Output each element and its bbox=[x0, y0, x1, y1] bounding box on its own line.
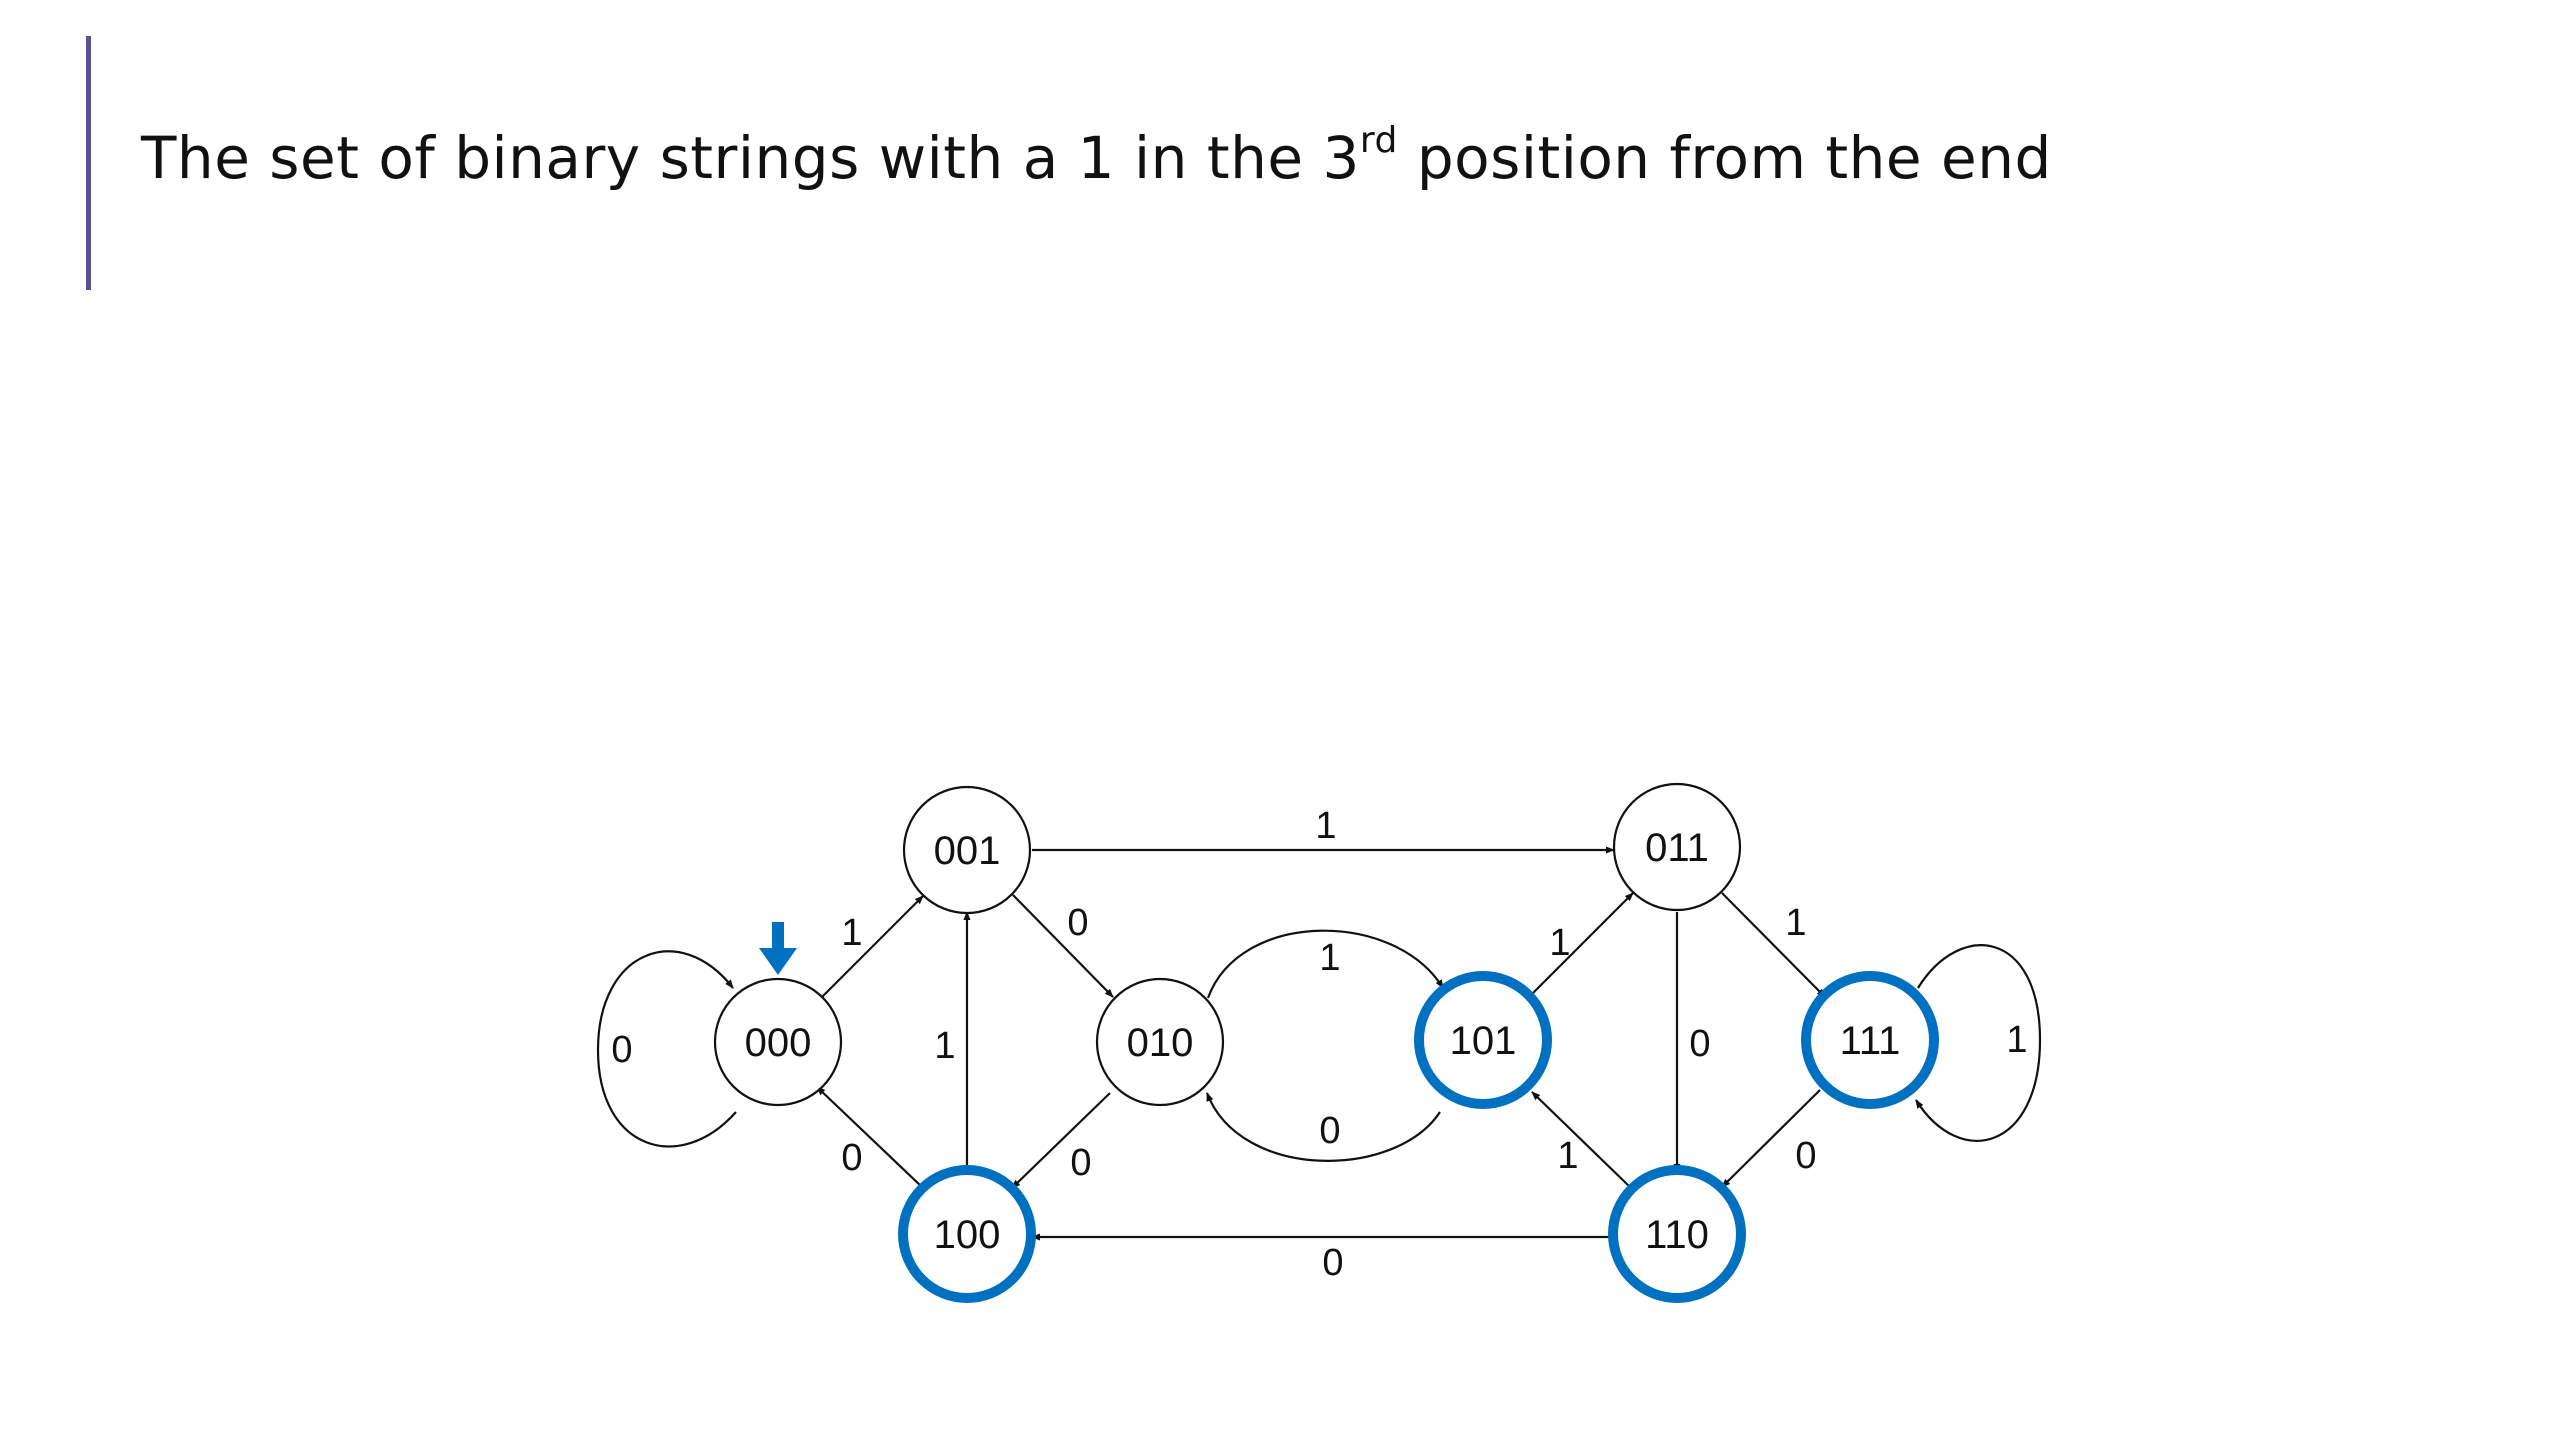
state-label: 010 bbox=[1127, 1021, 1194, 1065]
edge-101-010 bbox=[1205, 1092, 1441, 1162]
start-arrow bbox=[759, 922, 797, 975]
edge-label-011-111: 1 bbox=[1785, 902, 1806, 944]
state-label: 101 bbox=[1450, 1019, 1517, 1063]
state-001: 001 bbox=[902, 785, 1032, 915]
edge-011-111 bbox=[1721, 892, 1826, 998]
edge-label-100-001: 1 bbox=[934, 1025, 955, 1067]
state-011: 011 bbox=[1612, 782, 1742, 912]
edge-label-110-101: 1 bbox=[1557, 1135, 1578, 1177]
state-circle bbox=[1612, 782, 1742, 912]
edge-label-111-111: 1 bbox=[2006, 1019, 2027, 1061]
state-circle bbox=[1095, 977, 1225, 1107]
title-suffix: position from the end bbox=[1397, 124, 2052, 192]
edge-label-000-001: 1 bbox=[841, 912, 862, 954]
state-label: 011 bbox=[1645, 826, 1709, 870]
slide-title: The set of binary strings with a 1 in th… bbox=[141, 118, 2052, 198]
state-label: 110 bbox=[1645, 1213, 1709, 1257]
edge-101-011 bbox=[1532, 892, 1634, 994]
edge-label-011-110: 0 bbox=[1689, 1023, 1710, 1065]
state-circle bbox=[1801, 971, 1939, 1109]
edge-label-001-011: 1 bbox=[1315, 805, 1336, 847]
state-label: 100 bbox=[934, 1213, 1001, 1257]
state-label: 001 bbox=[934, 829, 1001, 873]
edge-label-101-010: 0 bbox=[1319, 1110, 1340, 1152]
edge-label-001-010: 0 bbox=[1067, 902, 1088, 944]
edge-label-100-000: 0 bbox=[841, 1137, 862, 1179]
title-accent-bar bbox=[86, 36, 91, 290]
state-circle bbox=[1414, 971, 1552, 1109]
edge-label-111-110: 0 bbox=[1795, 1135, 1816, 1177]
edge-010-101 bbox=[1206, 929, 1444, 999]
edge-label-110-100: 0 bbox=[1322, 1242, 1343, 1284]
state-100-accepting: 100 bbox=[898, 1165, 1036, 1303]
edge-111-111 bbox=[1915, 944, 2042, 1142]
state-circle bbox=[713, 977, 843, 1107]
edge-010-100 bbox=[1011, 1092, 1111, 1189]
edge-label-000-000: 0 bbox=[611, 1029, 632, 1071]
title-superscript: rd bbox=[1359, 119, 1398, 161]
state-010: 010 bbox=[1095, 977, 1225, 1107]
state-110-accepting: 110 bbox=[1608, 1165, 1746, 1303]
state-circle bbox=[898, 1165, 1036, 1303]
state-101-accepting: 101 bbox=[1414, 971, 1552, 1109]
state-circle bbox=[902, 785, 1032, 915]
edge-110-101 bbox=[1531, 1091, 1631, 1188]
edge-100-000 bbox=[816, 1086, 923, 1188]
state-circle bbox=[1608, 1165, 1746, 1303]
edge-111-110 bbox=[1721, 1089, 1821, 1188]
edge-label-010-101: 1 bbox=[1319, 937, 1340, 979]
title-prefix: The set of binary strings with a 1 in th… bbox=[141, 124, 1360, 192]
edge-001-010 bbox=[1012, 894, 1114, 998]
state-111-accepting: 111 bbox=[1801, 971, 1939, 1109]
edge-label-010-100: 0 bbox=[1070, 1142, 1091, 1184]
state-label: 000 bbox=[745, 1021, 812, 1065]
edge-000-001 bbox=[821, 895, 924, 998]
edge-label-101-011: 1 bbox=[1549, 922, 1570, 964]
state-000: 000 bbox=[713, 977, 843, 1107]
edge-000-000 bbox=[596, 950, 737, 1148]
state-label: 111 bbox=[1840, 1019, 1901, 1063]
